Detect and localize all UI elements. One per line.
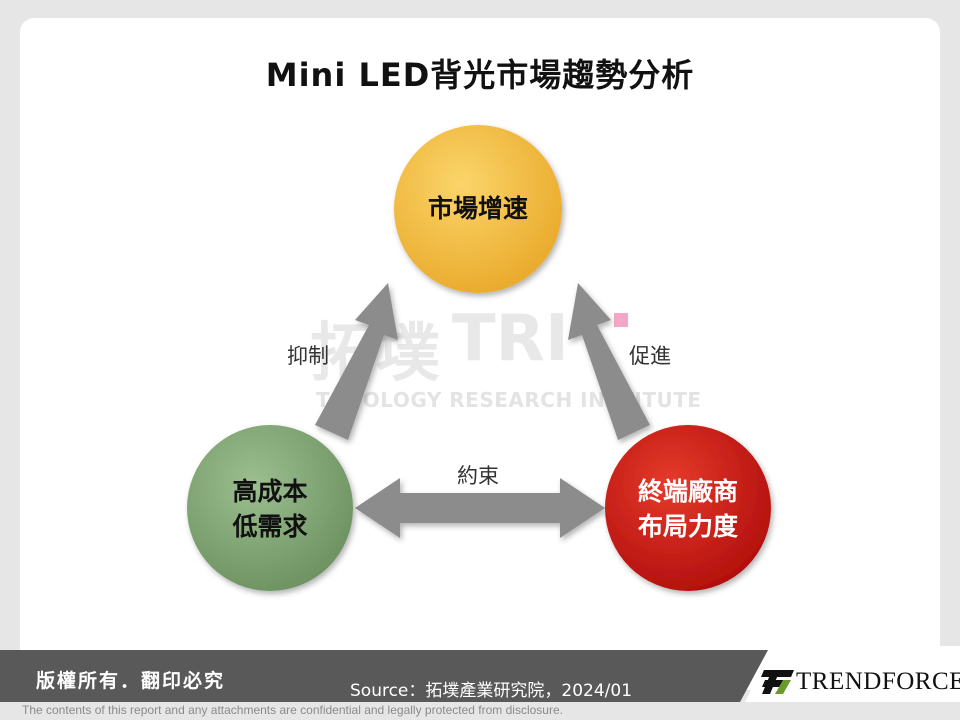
watermark-tri-logo: TRI [452,302,569,376]
node-right-line1: 終端廠商 [637,477,738,506]
node-right-line2: 布局力度 [637,512,738,541]
node-left-line2: 低需求 [232,512,308,541]
node-top-label: 市場增速 [427,194,528,223]
arrow-double-left-right [355,478,605,538]
source-citation: Source：拓墣產業研究院，2024/01 [350,681,633,701]
node-top-circle [394,125,562,293]
node-right-circle [605,425,771,591]
edge-label-suppress: 抑制 [287,344,329,368]
node-left-line1: 高成本 [232,477,308,506]
trendforce-logo-text: TRENDFORCE [796,668,960,695]
node-right-label: 終端廠商 布局力度 [608,474,768,544]
page-title: Mini LED背光市場趨勢分析 [265,56,695,94]
trendforce-logo-icon [761,670,794,694]
footer-white-band [745,646,960,702]
node-left-circle [187,425,353,591]
footer-dark-band [0,650,768,702]
arrow-right-to-top [568,283,650,440]
arrow-left-to-top [315,283,398,440]
edge-label-promote: 促進 [629,344,671,368]
watermark-dot [614,313,628,327]
copyright-notice: 版權所有．翻印必究 [36,670,226,692]
disclaimer-text: The contents of this report and any atta… [22,703,563,717]
node-left-label: 高成本 低需求 [190,474,350,544]
edge-label-constraint: 約束 [457,464,499,488]
